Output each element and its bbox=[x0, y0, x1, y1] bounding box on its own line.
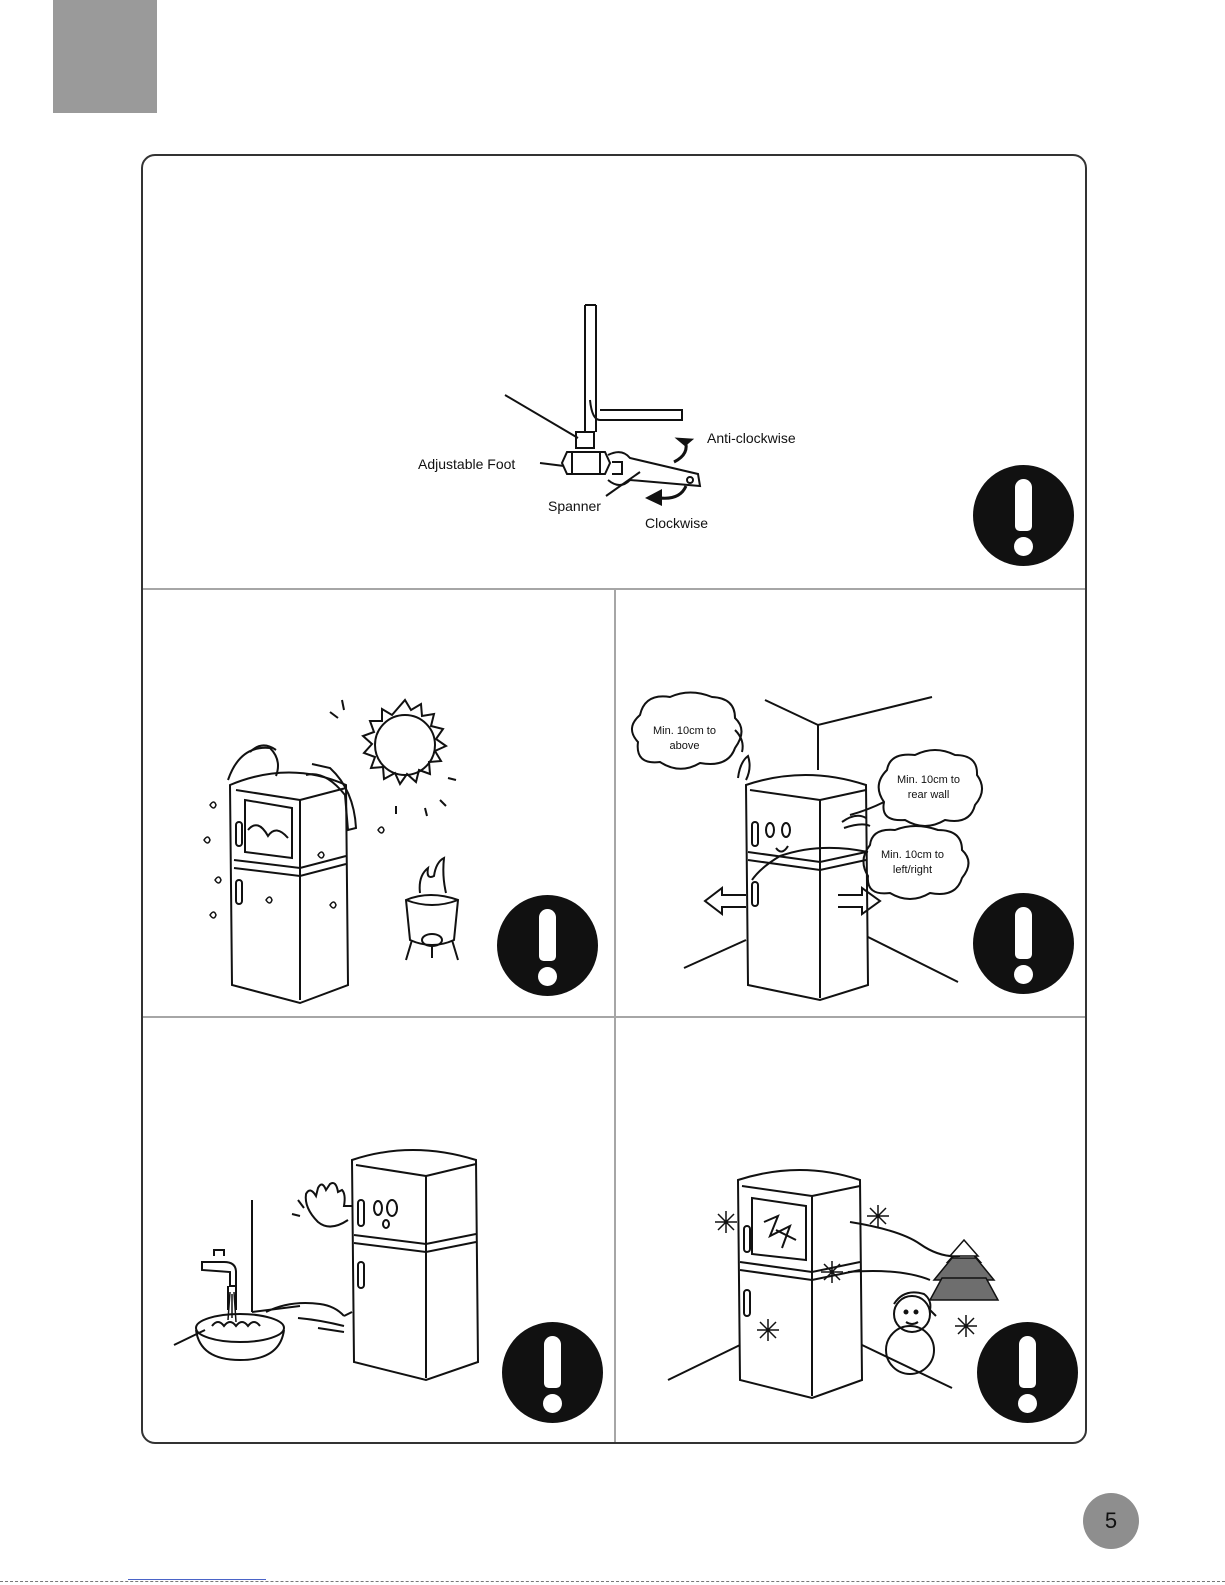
footer-dashed-line bbox=[0, 1581, 1225, 1582]
footer-link-underline[interactable] bbox=[128, 1579, 266, 1580]
page-number: 5 bbox=[1083, 1493, 1139, 1549]
warning-exclamation-icon bbox=[977, 1322, 1078, 1423]
